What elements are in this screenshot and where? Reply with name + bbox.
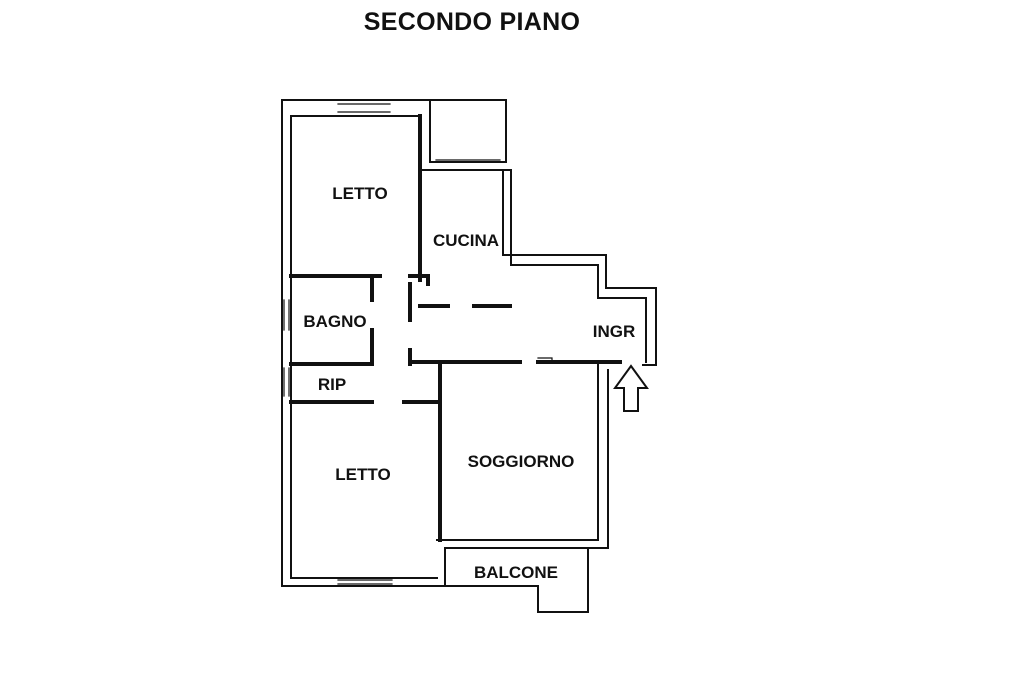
room-label-cucina: CUCINA xyxy=(433,231,499,250)
room-label-balcone: BALCONE xyxy=(474,563,558,582)
outer-walls xyxy=(281,99,657,613)
room-label-rip: RIP xyxy=(318,375,346,394)
room-label-letto-top: LETTO xyxy=(332,184,387,203)
interior-walls xyxy=(289,114,622,542)
room-label-soggiorno: SOGGIORNO xyxy=(468,452,575,471)
entrance-arrow-icon xyxy=(613,364,649,412)
room-label-ingr: INGR xyxy=(593,322,636,341)
room-label-letto-bottom: LETTO xyxy=(335,465,390,484)
room-label-bagno: BAGNO xyxy=(303,312,366,331)
floor-title: SECONDO PIANO xyxy=(363,8,581,36)
